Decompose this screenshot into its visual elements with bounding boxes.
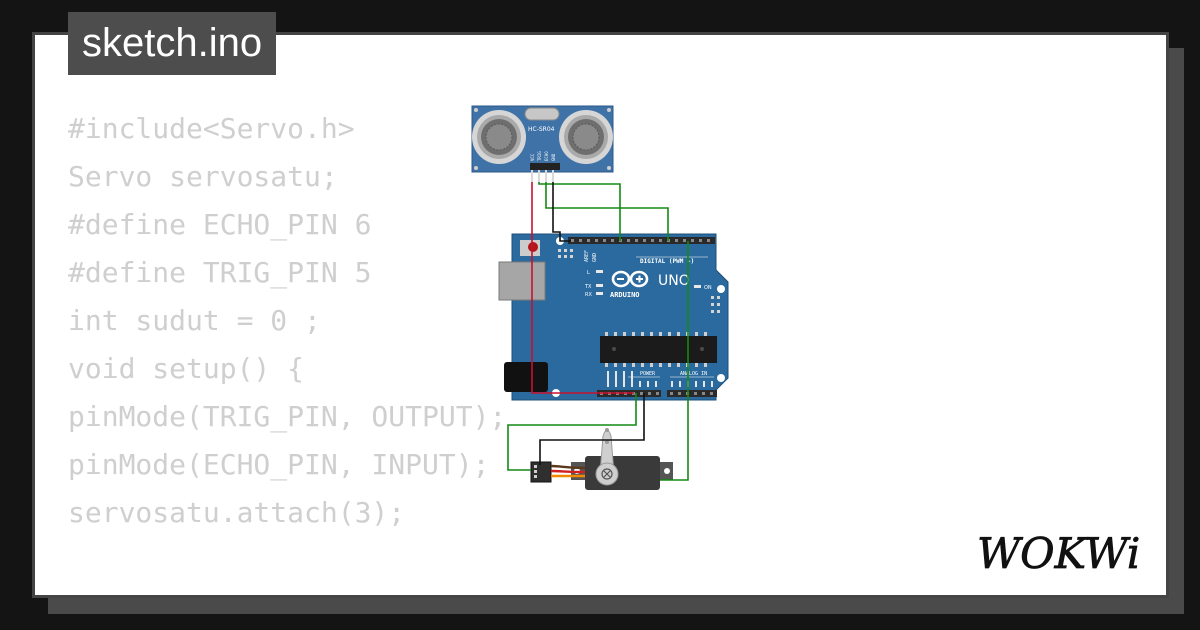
aref-label: AREF: [584, 250, 590, 262]
digital-header-label: DIGITAL (PWM ~): [640, 258, 694, 265]
arduino-logo-icon: [611, 270, 649, 288]
led-on-label: ON: [704, 285, 712, 291]
wire-echo[interactable]: [545, 182, 669, 241]
led-tx-label: TX: [584, 284, 592, 290]
usb-port: [498, 261, 546, 301]
digital-header[interactable]: [568, 237, 715, 244]
sensor-pin-label: VCC: [530, 153, 535, 161]
ultrasonic-sensor[interactable]: HC-SR04 VCC TRIG ECHO GND: [471, 105, 614, 182]
sensor-model-label: HC-SR04: [528, 126, 555, 133]
wires: [507, 182, 689, 481]
analog-header[interactable]: [667, 390, 717, 397]
wire-servo-signal[interactable]: [660, 241, 689, 481]
wire-servo-gnd[interactable]: [539, 393, 645, 465]
gnd-label: GND: [592, 253, 598, 262]
code-line: #define ECHO_PIN 6: [68, 208, 372, 241]
code-line: Servo servosatu;: [68, 160, 338, 193]
wire-trig[interactable]: [538, 182, 621, 241]
wokwi-logo: WOKWi: [977, 529, 1141, 576]
power-jack: [504, 362, 548, 392]
sensor-pin-label: TRIG: [537, 151, 542, 161]
code-line: servosatu.attach(3);: [68, 496, 406, 529]
analog-header-label: ANALOG IN: [680, 371, 707, 377]
code-line: void setup() {: [68, 352, 305, 385]
board-model-label: UNO: [658, 273, 690, 289]
transducer-left: [472, 110, 526, 164]
wire-gnd[interactable]: [552, 182, 571, 242]
microcontroller-chip: [600, 336, 717, 363]
board-brand-label: ARDUINO: [610, 291, 640, 299]
code-block: #include<Servo.h> Servo servosatu; #define…: [68, 105, 507, 595]
code-line: pinMode(ECHO_PIN, INPUT);: [68, 448, 490, 481]
wire-vcc[interactable]: [531, 182, 634, 394]
led-rx-label: RX: [585, 292, 592, 298]
file-title-tab[interactable]: sketch.ino: [68, 12, 277, 75]
code-line: #include<Servo.h>: [68, 112, 355, 145]
sensor-pin-label: ECHO: [544, 151, 549, 161]
wire-servo-vcc[interactable]: [507, 393, 637, 471]
sensor-pin-label: GND: [551, 153, 556, 161]
code-line: pinMode(TRIG_PIN, OUTPUT);: [68, 400, 507, 433]
transducer-right: [559, 110, 613, 164]
sensor-crystal: [524, 107, 560, 121]
code-line: }: [68, 585, 506, 595]
servo-motor[interactable]: [530, 428, 673, 490]
arduino-uno-board[interactable]: AREF GND DIGITAL (PWM ~) L TX RX ON UNO …: [498, 233, 729, 401]
power-header-label: POWER: [640, 371, 656, 377]
led-l-label: L: [587, 270, 590, 276]
code-line: int sudut = 0 ;: [68, 304, 321, 337]
reset-button[interactable]: [528, 242, 538, 252]
code-line: #define TRIG_PIN 5: [68, 256, 372, 289]
servo-axle-icon: [601, 468, 613, 480]
wokwi-logo-text: WOKWi: [977, 529, 1140, 576]
